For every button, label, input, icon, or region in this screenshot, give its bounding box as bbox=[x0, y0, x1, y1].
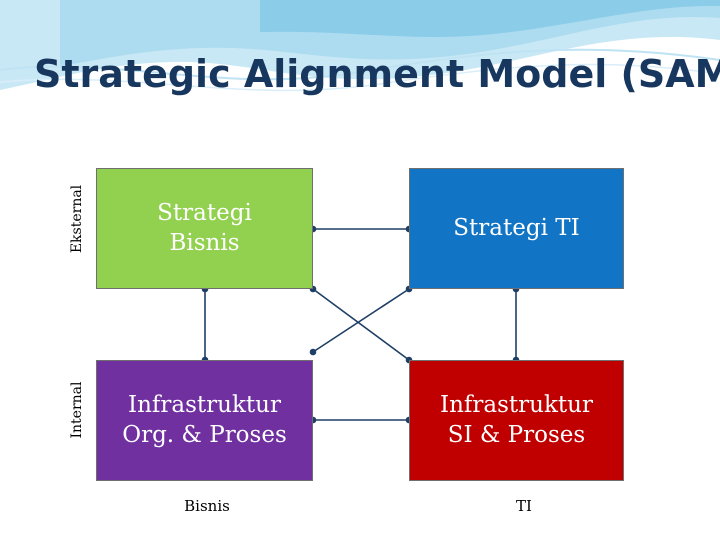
axis-label-ti: TI bbox=[516, 497, 532, 515]
quadrant-strategi-ti-label: Strategi TI bbox=[453, 214, 580, 241]
connector-diagonal-up bbox=[312, 288, 410, 353]
connector-diagonal-down bbox=[312, 288, 410, 361]
quadrant-strategi-bisnis: Strategi Bisnis bbox=[96, 168, 313, 289]
slide-title: Strategic Alignment Model (SAM) bbox=[34, 52, 720, 96]
header-wave-decoration bbox=[0, 0, 720, 92]
axis-label-internal: Internal bbox=[69, 381, 85, 439]
axis-label-bisnis: Bisnis bbox=[184, 497, 230, 515]
quadrant-strategi-bisnis-label: Strategi Bisnis bbox=[157, 199, 252, 256]
quadrant-infrastruktur-si-label: Infrastruktur SI & Proses bbox=[440, 391, 593, 448]
quadrant-infrastruktur-si: Infrastruktur SI & Proses bbox=[409, 360, 624, 481]
quadrant-strategi-ti: Strategi TI bbox=[409, 168, 624, 289]
axis-label-eksternal: Eksternal bbox=[69, 184, 85, 254]
quadrant-infrastruktur-org: Infrastruktur Org. & Proses bbox=[96, 360, 313, 481]
quadrant-infrastruktur-org-label: Infrastruktur Org. & Proses bbox=[122, 391, 287, 448]
